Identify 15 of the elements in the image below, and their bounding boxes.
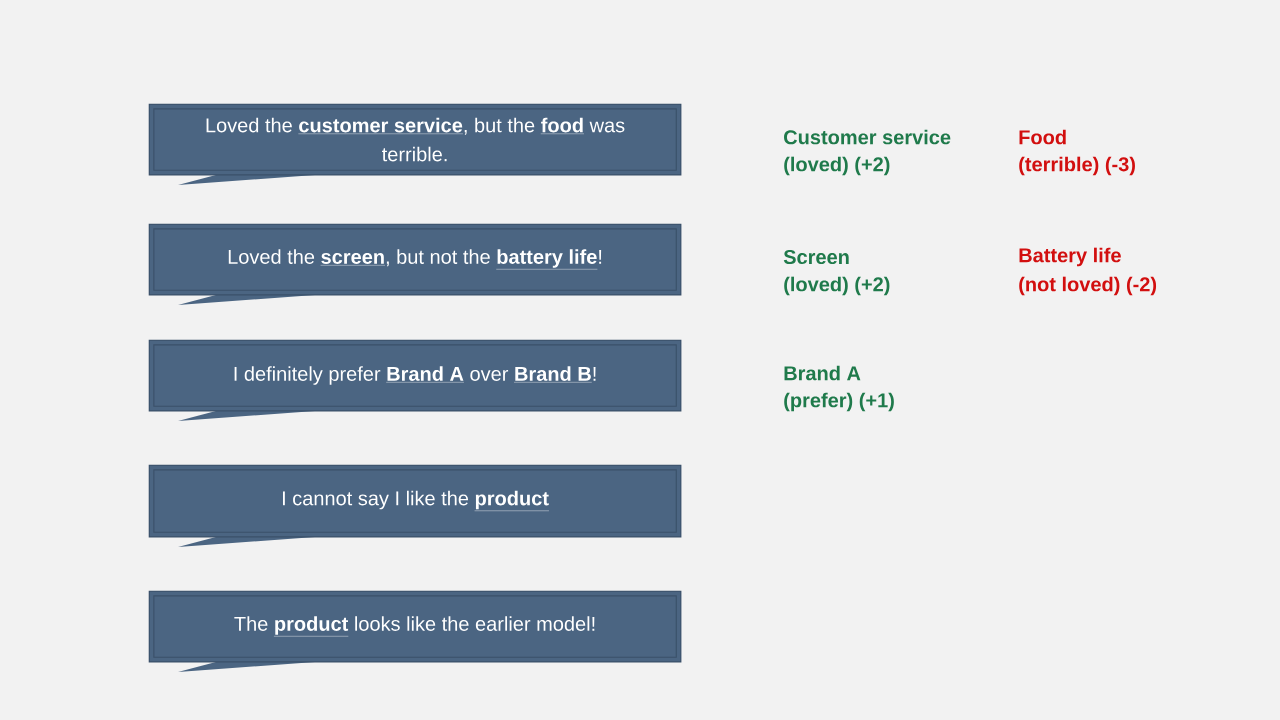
speech-bubble: Loved the screen, but not the battery life! <box>148 223 682 305</box>
score-label: (loved) (+2) <box>784 156 890 176</box>
aspect-label: Battery life <box>1019 247 1121 267</box>
speech-bubble: Loved the customer service, but the food was terrible. <box>148 103 682 185</box>
aspect-label: Screen <box>783 249 849 265</box>
speech-bubble: The product looks like the earlier model! <box>148 590 682 672</box>
score-label: (terrible) (-3) <box>1019 156 1135 176</box>
aspect-label: Food <box>1019 129 1066 145</box>
speech-bubble: I definitely prefer Brand A over Brand B! <box>148 339 682 421</box>
score-label: (prefer) (+1) <box>784 392 894 412</box>
score-label: (loved) (+2) <box>784 276 890 296</box>
score-label: (not loved) (-2) <box>1019 276 1157 296</box>
speech-bubble: I cannot say I like the product <box>148 464 682 547</box>
aspect-label: Brand A <box>784 365 861 381</box>
aspect-label: Customer service <box>784 129 951 145</box>
